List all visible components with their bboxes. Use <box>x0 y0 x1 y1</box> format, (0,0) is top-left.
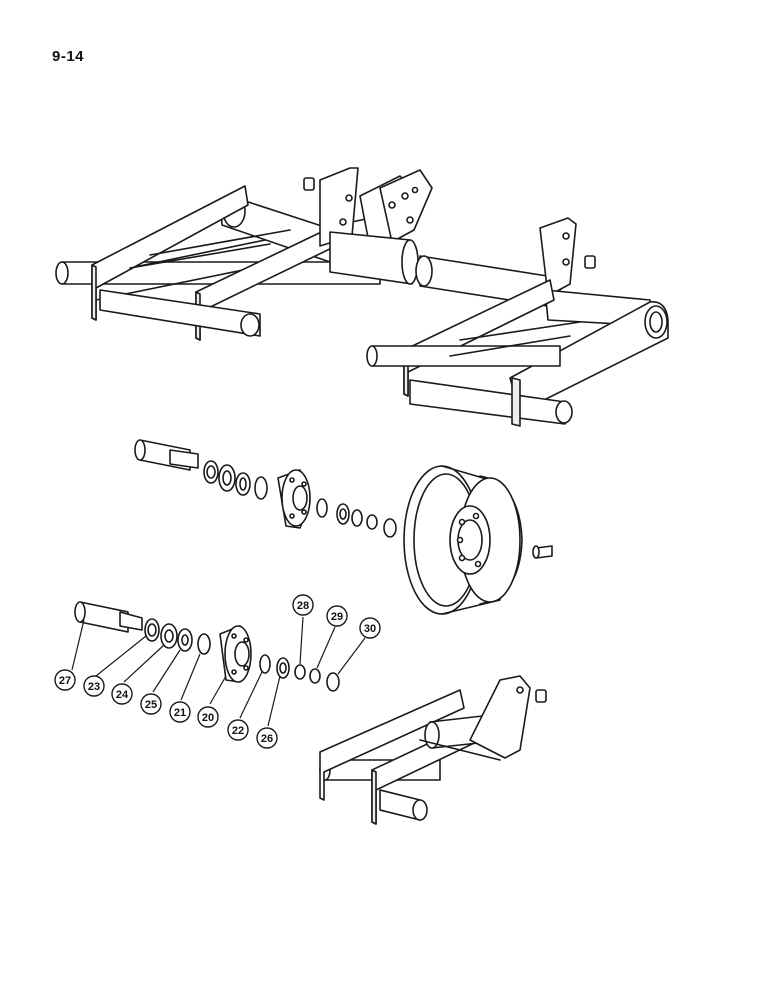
page-number: 9-14 <box>52 48 85 65</box>
callout-28: 28 <box>292 594 314 616</box>
callout-24: 24 <box>111 683 133 705</box>
callout-28-label: 28 <box>297 600 309 612</box>
callout-leaders <box>71 616 366 727</box>
callout-27-label: 27 <box>59 675 71 687</box>
callout-29-label: 29 <box>331 611 343 623</box>
callout-30-label: 30 <box>364 623 376 635</box>
callout-23: 23 <box>83 675 105 697</box>
right-frame-assembly <box>366 217 669 427</box>
callout-20: 20 <box>197 706 219 728</box>
left-frame-assembly <box>55 167 433 341</box>
upper-hub-assembly <box>134 439 397 538</box>
callout-21-label: 21 <box>174 707 186 719</box>
callout-23-label: 23 <box>88 681 100 693</box>
callout-22: 22 <box>227 719 249 741</box>
callout-22-label: 22 <box>232 725 244 737</box>
callout-25-label: 25 <box>145 699 157 711</box>
lower-hub-assembly <box>74 601 340 692</box>
callout-21: 21 <box>169 701 191 723</box>
callout-29: 29 <box>326 605 348 627</box>
wheel-rim <box>403 465 553 615</box>
callout-bubbles: 27 23 24 25 21 20 22 26 <box>54 594 381 749</box>
callout-30: 30 <box>359 617 381 639</box>
callout-26: 26 <box>256 727 278 749</box>
callout-25: 25 <box>140 693 162 715</box>
callout-26-label: 26 <box>261 733 273 745</box>
callout-20-label: 20 <box>202 712 214 724</box>
lower-frame-assembly <box>319 675 547 825</box>
callout-24-label: 24 <box>116 689 129 701</box>
callout-27: 27 <box>54 669 76 691</box>
